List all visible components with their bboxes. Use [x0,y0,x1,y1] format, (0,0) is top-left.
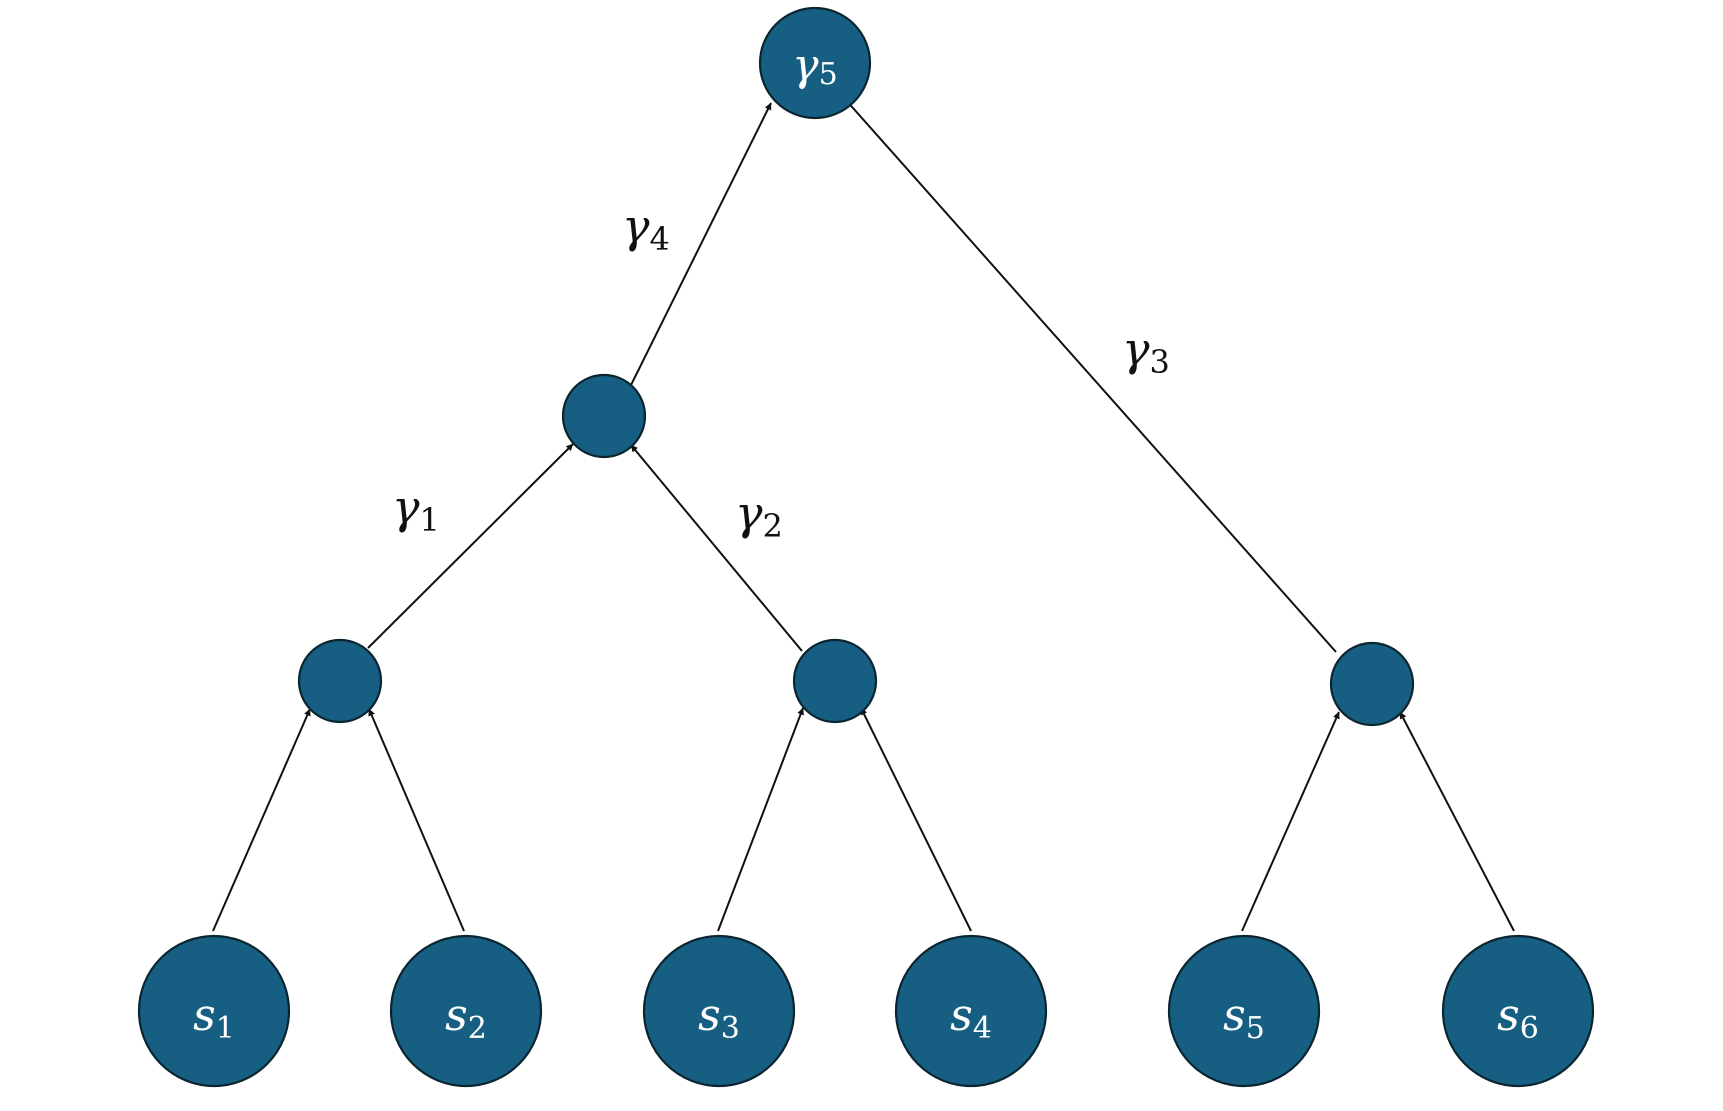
node-s5: s5 [1167,934,1321,1088]
node-root-gamma-5: γ5 [758,6,872,120]
node-s6: s6 [1441,934,1595,1088]
node-label-gamma-5: γ5 [792,40,837,92]
node-s4: s4 [894,934,1048,1088]
node-label-s6: s6 [1497,990,1539,1046]
edge-label-gamma-2: γ2 [735,486,783,545]
edge-b-to-mid [630,444,803,652]
node-label-s1: s1 [193,990,235,1046]
edge-c-to-root [844,98,1337,653]
edge-s5-to-c [1241,711,1340,932]
node-mid [561,373,647,459]
edge-labels-layer: γ4 γ3 γ1 γ2 [392,199,1170,545]
node-a [297,638,383,724]
node-s1: s1 [137,934,291,1088]
node-label-s3: s3 [698,990,740,1046]
node-label-s5: s5 [1223,990,1265,1046]
node-label-s2: s2 [445,990,487,1046]
nodes-layer: γ5 s1 s2 s3 s4 [137,6,1595,1088]
edge-s6-to-c [1399,711,1515,932]
node-s3: s3 [642,934,796,1088]
edge-s4-to-b [860,707,972,932]
edge-s1-to-a [212,708,311,932]
edge-s3-to-b [717,707,804,932]
node-b [792,638,878,724]
edge-label-gamma-1: γ1 [392,480,440,539]
node-label-s4: s4 [950,990,992,1046]
node-s2: s2 [389,934,543,1088]
node-c [1329,641,1415,727]
edge-s2-to-a [368,708,465,932]
edge-label-gamma-4: γ4 [622,199,670,258]
edge-mid-to-root [630,102,772,386]
edges-layer [212,98,1515,932]
edge-label-gamma-3: γ3 [1122,322,1170,381]
edge-a-to-mid [367,443,574,649]
